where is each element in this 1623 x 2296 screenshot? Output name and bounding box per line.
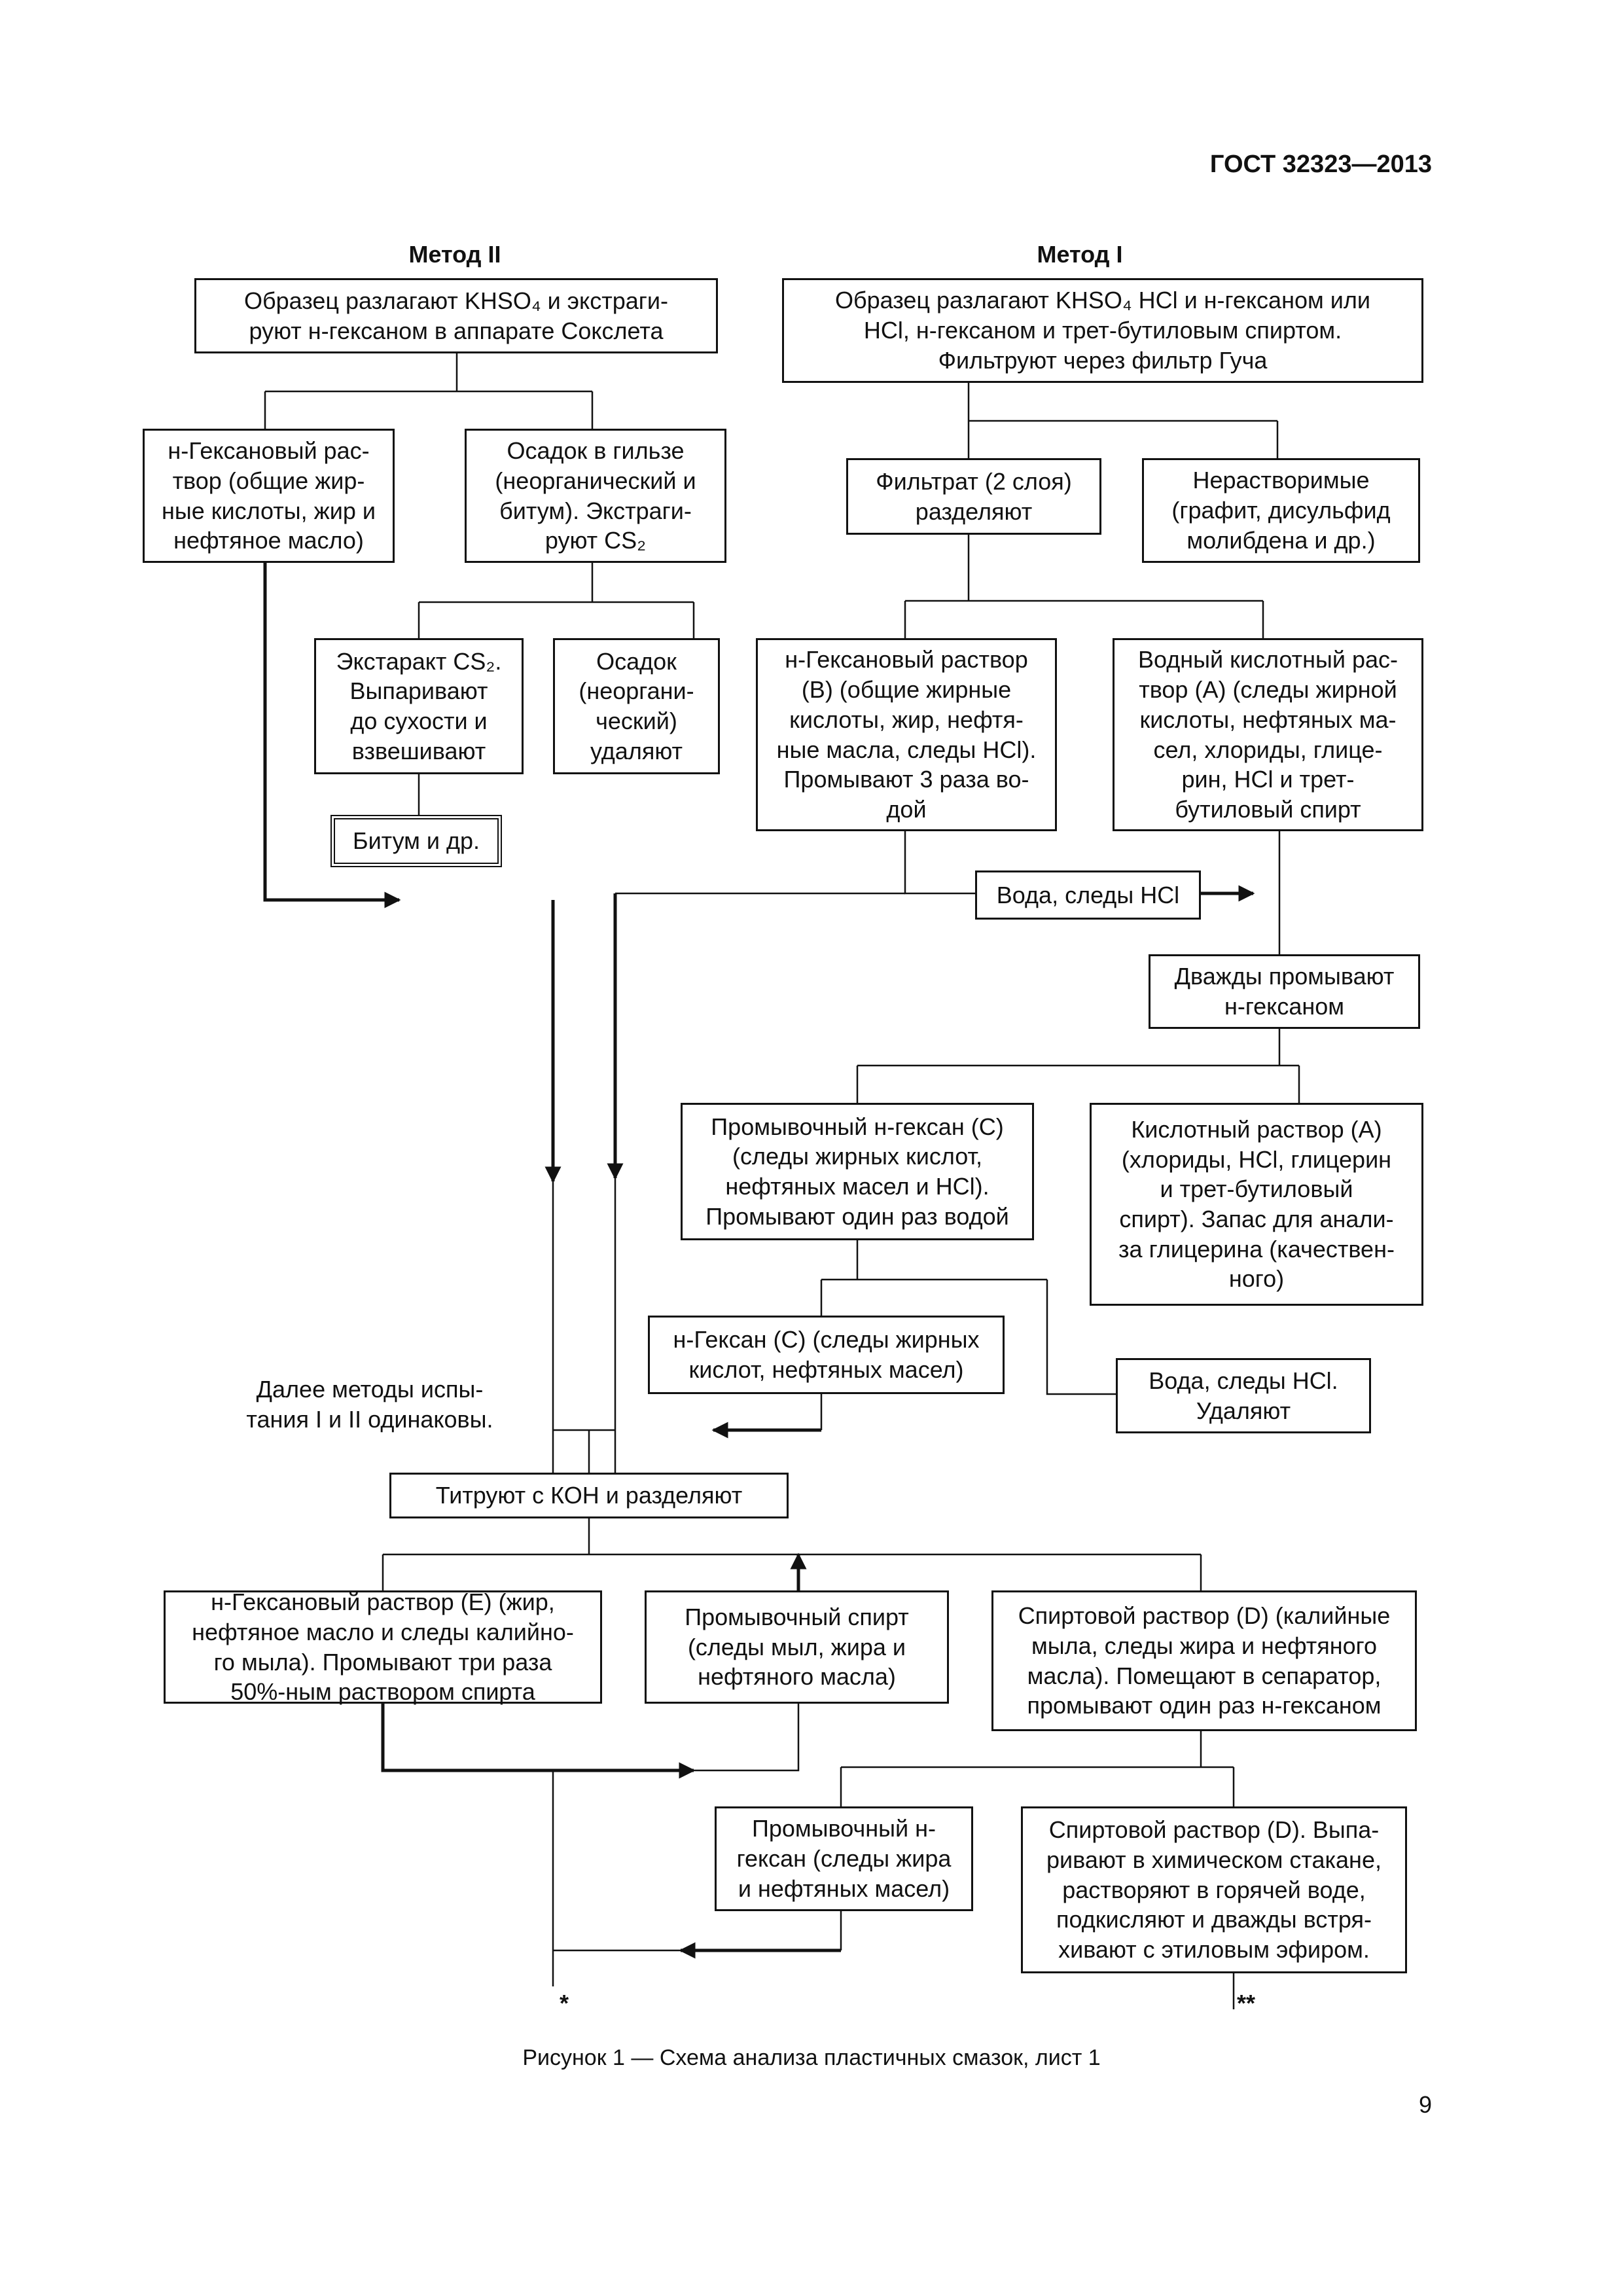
box-wash-hexane-twice: Дважды промывают н-гексаном (1149, 954, 1420, 1029)
box-filtrate: Фильтрат (2 слоя) разделяют (846, 458, 1101, 535)
connector-b5-down (904, 535, 1264, 638)
box-hexane-solution-e: н-Гексановый раствор (E) (жир, нефтяное … (164, 1588, 602, 1705)
method-1-heading: Метод I (1037, 241, 1123, 268)
box-aqueous-acid-solution-a: Водный кислотный рас- твор (A) (следы жи… (1113, 638, 1423, 831)
box-titrate-koh: Титруют с КОН и разделяют (389, 1473, 789, 1518)
box-thimble-residue: Осадок в гильзе (неорганический и битум)… (465, 429, 726, 563)
connector-b1-split (264, 353, 594, 429)
box-method1-sample-decomposition: Образец разлагают KHSO₄ HCl и н-гексаном… (782, 278, 1423, 383)
box-hexane-c: н-Гексан (C) (следы жирных кислот, нефтя… (648, 1316, 1005, 1394)
box-alcohol-solution-d-evaporate: Спиртовой раствор (D). Выпа- ривают в хи… (1021, 1806, 1407, 1973)
connector-b14-split (820, 1240, 1116, 1395)
box-wash-hexane-fats: Промывочный н- гексан (следы жира и нефт… (715, 1806, 973, 1911)
connector-b13-split (856, 1029, 1300, 1103)
connector-merge-vertical (552, 1178, 616, 1473)
figure-caption: Рисунок 1 — Схема анализа пластичных сма… (522, 2045, 1101, 2070)
box-cs2-extract: Экстаракт CS₂. Выпаривают до сухости и в… (314, 638, 524, 774)
connector-left-star (552, 1770, 681, 1986)
box-inorganic-residue: Осадок (неоргани- ческий) удаляют (553, 638, 720, 774)
connector-b21-split (840, 1731, 1235, 1806)
box-alcohol-solution-d: Спиртовой раствор (D) (калийные мыла, сл… (991, 1590, 1417, 1731)
arrow-b19-to-right (381, 1704, 696, 1779)
box-hexane-solution-b: н-Гексановый раствор (B) (общие жирные к… (756, 638, 1057, 831)
box-water-hcl-remove: Вода, следы HCl. Удаляют (1116, 1358, 1371, 1433)
note-methods-identical: Далее методы испы- тания I и II одинаков… (246, 1376, 493, 1433)
connector-b20-down (694, 1704, 800, 1772)
footnote-mark-double: ** (1237, 1990, 1256, 2017)
box-method2-sample-decomposition: Образец разлагают KHSO₄ и экстраги- руют… (194, 278, 718, 353)
box-wash-hexane-c: Промывочный н-гексан (C) (следы жирных к… (681, 1103, 1034, 1240)
box-acid-solution-a: Кислотный раствор (A) (хлориды, HCl, гли… (1090, 1103, 1423, 1306)
box-bitumen: Битум и др. (330, 815, 502, 867)
arrow-b3-to-merge (263, 563, 401, 908)
box-insoluble: Нерастворимые (графит, дисульфид молибде… (1142, 458, 1420, 563)
footnote-mark-single: * (560, 1990, 569, 2017)
box-wash-alcohol: Промывочный спирт (следы мыл, жира и неф… (645, 1590, 949, 1704)
page-number: 9 (1418, 2091, 1432, 2118)
method-2-heading: Метод II (408, 241, 501, 268)
document-header: ГОСТ 32323—2013 (1209, 151, 1432, 178)
connector-b18-split (382, 1518, 1202, 1590)
box-water-hcl-traces: Вода, следы HCl (975, 870, 1201, 920)
connector-b2-split (967, 383, 1279, 458)
connector-b4-split (418, 563, 695, 638)
box-hexane-solution: н-Гексановый рас- твор (общие жир- ные к… (143, 429, 395, 563)
connector-b9-water (904, 831, 975, 895)
